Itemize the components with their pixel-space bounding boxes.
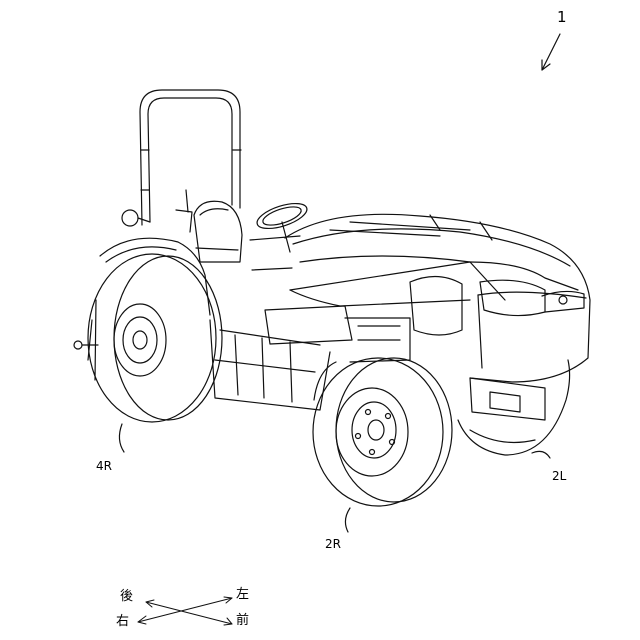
wheel-2R — [313, 358, 452, 506]
leader-2L — [532, 451, 550, 458]
direction-front: 前 — [236, 614, 249, 627]
direction-right: 右 — [116, 615, 129, 628]
direction-rear: 後 — [120, 590, 133, 603]
mirror — [122, 210, 150, 226]
headlight-panel — [410, 276, 584, 335]
direction-left: 左 — [236, 588, 249, 601]
hitch-pin — [74, 341, 98, 349]
leader-lines — [119, 424, 550, 532]
tractor-body — [250, 214, 590, 382]
ref-arrow-1 — [542, 34, 560, 70]
wheel-2L — [458, 360, 570, 455]
leader-2R — [345, 508, 350, 532]
label-4R: 4R — [96, 460, 112, 472]
leader-4R — [119, 424, 124, 452]
wheel-4R — [88, 254, 222, 422]
arrow-rear-front — [146, 602, 232, 624]
figure-ref-number: 1 — [557, 10, 567, 25]
arrow-right-left — [138, 598, 232, 622]
steering-wheel — [254, 198, 310, 252]
label-2L: 2L — [552, 470, 566, 482]
rops-frame — [140, 90, 241, 225]
rear-fender — [100, 238, 210, 315]
direction-arrows — [138, 597, 232, 625]
label-2R: 2R — [325, 538, 341, 550]
